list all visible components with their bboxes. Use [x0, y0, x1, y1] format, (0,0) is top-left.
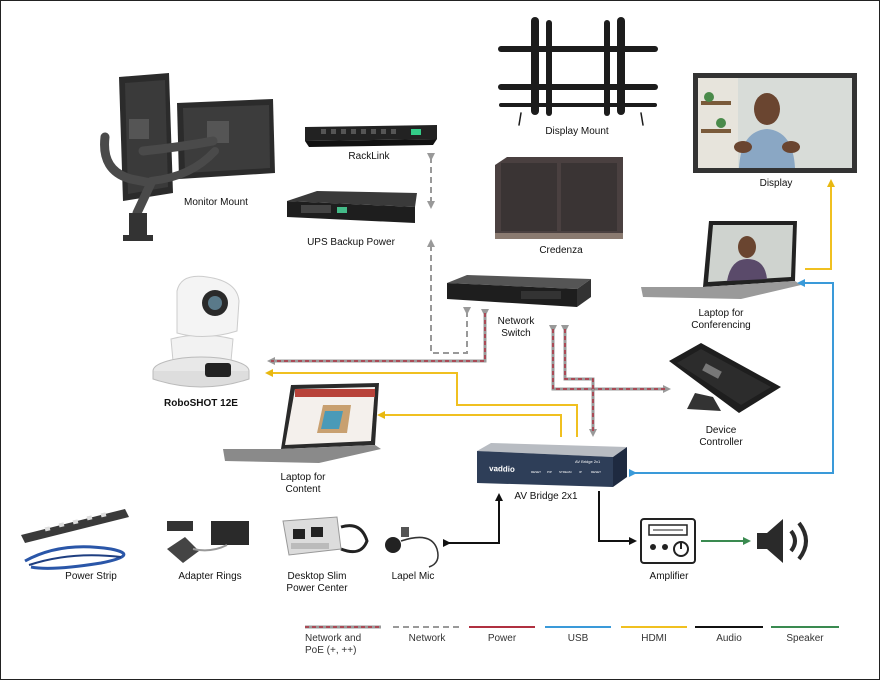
- label-roboshot: RoboSHOT 12E: [164, 398, 238, 409]
- ups-image: [287, 191, 417, 223]
- laptop-conferencing-image: [641, 221, 801, 299]
- switch-avbridge-poe-line: [561, 325, 597, 437]
- avbridge-amplifier-audio-line: [598, 491, 637, 545]
- credenza-image: [495, 157, 623, 239]
- lapel-mic-image: [385, 527, 439, 568]
- label-laptop-conferencing: Laptop for Conferencing: [691, 308, 751, 331]
- monitor-mount-image: [100, 73, 275, 241]
- speaker-icon: [757, 519, 808, 563]
- label-device-controller: Device Controller: [699, 425, 743, 448]
- label-desktop-power: Desktop Slim Power Center: [286, 571, 348, 594]
- switch-roboshot-poe-line: [267, 309, 489, 365]
- network-switch-image: [447, 275, 591, 307]
- display-mount-image: [498, 17, 658, 126]
- mic-avbridge-audio-line: [443, 493, 503, 547]
- legend-label-usb: USB: [567, 633, 589, 644]
- label-monitor-mount: Monitor Mount: [184, 197, 248, 208]
- legend-label-network: Network: [408, 633, 446, 644]
- label-power-strip: Power Strip: [65, 571, 117, 582]
- desktop-power-image: [282, 516, 369, 556]
- avbridge-laptop-content-hdmi-line: [377, 411, 562, 437]
- av-bridge-port-5: RESET: [591, 470, 601, 474]
- av-bridge-port-4: IP: [579, 470, 582, 474]
- label-racklink: RackLink: [348, 151, 390, 162]
- av-bridge-port-3: STREAM: [559, 470, 572, 474]
- av-bridge-image: [477, 443, 627, 487]
- adapter-rings-image: [167, 521, 249, 563]
- label-laptop-content: Laptop for Content: [280, 472, 326, 495]
- av-bridge-brand: vaddio: [489, 464, 515, 474]
- avbridge-laptop-usb-line: [629, 279, 834, 477]
- label-credenza: Credenza: [539, 245, 583, 256]
- legend-label-speaker: Speaker: [786, 633, 824, 644]
- av-bridge-model-text: AV Bridge 2x1: [575, 459, 601, 464]
- racklink-image: [305, 125, 437, 147]
- label-display-mount: Display Mount: [545, 126, 609, 137]
- label-network-switch: Network Switch: [497, 316, 535, 339]
- legend-label-audio: Audio: [716, 633, 742, 644]
- legend-label-power: Power: [487, 633, 517, 644]
- label-adapter-rings: Adapter Rings: [178, 571, 242, 582]
- display-image: [693, 73, 857, 173]
- av-bridge-port-1: RESET: [531, 470, 541, 474]
- legend-label-hdmi: HDMI: [641, 633, 667, 644]
- label-av-bridge: AV Bridge 2x1: [514, 491, 578, 502]
- amplifier-image: [640, 518, 696, 564]
- power-strip-image: [21, 509, 129, 570]
- label-display: Display: [759, 178, 793, 189]
- legend-label-network-poe: Network and PoE (+, ++): [305, 633, 362, 656]
- avbridge-roboshot-hdmi-line: [265, 369, 578, 437]
- device-controller-image: [669, 343, 781, 413]
- laptop-content-image: [223, 383, 381, 463]
- label-amplifier: Amplifier: [649, 571, 689, 582]
- roboshot-image: [152, 275, 250, 388]
- laptop-display-hdmi-line: [805, 179, 835, 270]
- av-bridge-port-2: PIP: [547, 470, 552, 474]
- label-lapel-mic: Lapel Mic: [391, 571, 435, 582]
- label-ups: UPS Backup Power: [307, 237, 395, 248]
